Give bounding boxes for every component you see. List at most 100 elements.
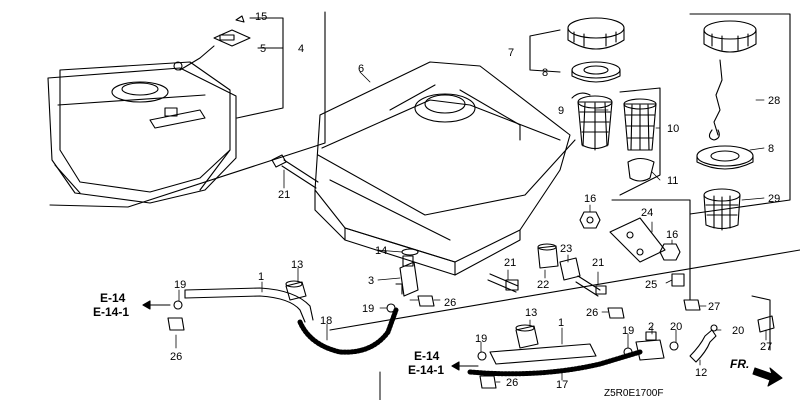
ref-arrow-left	[142, 300, 171, 310]
callout-12: 12	[695, 367, 707, 379]
callout-20-a: 20	[670, 321, 682, 333]
clamp-26-left	[167, 317, 185, 331]
clamp-19-lower	[477, 351, 487, 361]
callout-7: 7	[508, 47, 514, 59]
bracket-24	[609, 217, 666, 263]
alt-cap-frame	[689, 13, 791, 215]
strainer-10	[623, 98, 657, 151]
clamp-26-mid	[417, 295, 435, 307]
callout-27-a: 27	[708, 301, 720, 313]
callout-26-lower: 26	[506, 377, 518, 389]
fuel-cap	[567, 17, 625, 50]
bolt-21-right	[575, 275, 607, 297]
front-direction-arrow	[752, 367, 783, 387]
callout-9: 9	[558, 105, 564, 117]
lower-section-divider	[329, 249, 800, 331]
callout-13-lower: 13	[525, 307, 537, 319]
fuel-tube-17	[467, 349, 643, 377]
callout-6: 6	[358, 63, 364, 75]
right-bracket-27	[751, 295, 771, 351]
bracket-24-frame	[611, 199, 691, 301]
fuel-hose-1-left	[184, 287, 314, 323]
clamp-26-valve	[607, 307, 625, 319]
callout-10: 10	[667, 123, 679, 135]
drawing-code: Z5R0E1700F	[604, 388, 663, 399]
callout-1-lower: 1	[558, 317, 564, 329]
fitting-13-left	[285, 280, 307, 301]
clamp-19-left	[173, 300, 183, 310]
fitting-13-lower	[515, 324, 539, 349]
callout-4: 4	[298, 43, 304, 55]
fuel-tube-18	[297, 307, 399, 355]
callout-26-left: 26	[170, 351, 182, 363]
main-fuel-tank	[314, 61, 576, 276]
grommet-25	[671, 273, 685, 287]
callout-28: 28	[768, 95, 780, 107]
cap-gasket	[571, 61, 621, 83]
clamp-26-lower	[479, 375, 497, 389]
strainer-clip-11	[627, 157, 655, 182]
callout-2: 2	[648, 321, 654, 333]
bolt-21-left	[271, 154, 319, 189]
callout-19-valve: 19	[622, 325, 634, 337]
callout-19-left: 19	[174, 279, 186, 291]
leader-box-10-11	[619, 87, 661, 196]
clamp-27-a	[683, 299, 701, 311]
fuel-strainer-9	[571, 92, 613, 151]
fuel-hose-1-lower	[489, 343, 597, 365]
callout-17: 17	[556, 379, 568, 391]
washer-14	[401, 248, 419, 256]
alt-cap-gasket	[696, 145, 754, 170]
callout-26-valve: 26	[586, 307, 598, 319]
clamp-27-b	[757, 315, 775, 333]
nut-16-top	[579, 211, 601, 229]
ref-e14-bottom: E-14	[414, 349, 440, 363]
callout-1-left: 1	[258, 271, 264, 283]
callout-11: 11	[667, 175, 678, 187]
leader-15-bracket	[236, 17, 284, 119]
ref-e14-left: E-14	[100, 291, 126, 305]
callout-19-lower: 19	[475, 333, 487, 345]
callout-24: 24	[641, 207, 653, 219]
callout-19-mid: 19	[362, 303, 374, 315]
callout-27-b: 27	[760, 341, 772, 353]
fuel-valve-2	[635, 331, 665, 361]
callout-labels: 15 5 4 6 7 8 9 10 11 28 8 29 21 16 24 16…	[170, 11, 780, 391]
nut-16-right	[659, 243, 681, 261]
fuel-hose-12	[689, 329, 717, 363]
ref-e14-1-bottom: E-14-1	[408, 363, 444, 377]
callout-25: 25	[645, 279, 657, 291]
callout-16-right: 16	[666, 229, 678, 241]
clamp-20-b	[710, 324, 718, 332]
ref-e14-1-left: E-14-1	[93, 305, 129, 319]
callout-8-top: 8	[542, 67, 548, 79]
fuel-tank-inset	[47, 61, 237, 204]
clip-23	[559, 257, 581, 281]
callout-18: 18	[320, 315, 332, 327]
callout-21-mid: 21	[504, 257, 516, 269]
callout-21-left: 21	[278, 189, 290, 201]
clamp-19-mid	[386, 303, 396, 313]
callout-26-mid: 26	[444, 297, 456, 309]
fuel-gauge-parts	[173, 15, 251, 71]
alt-fuel-cap	[703, 20, 757, 141]
leader-7-8	[529, 29, 561, 73]
callout-23: 23	[560, 243, 572, 255]
callout-21-right: 21	[592, 257, 604, 269]
cross-references: E-14 E-14-1 E-14 E-14-1	[93, 291, 444, 377]
inset-frame	[49, 11, 326, 208]
callout-13-left: 13	[291, 259, 303, 271]
callout-20-b: 20	[732, 325, 744, 337]
callout-22: 22	[537, 279, 549, 291]
cushion-22	[537, 243, 559, 269]
bolt-21-mid	[487, 273, 519, 293]
callout-8-right: 8	[768, 143, 774, 155]
fuel-valve-3	[395, 255, 419, 297]
ref-arrow-bottom	[451, 361, 479, 371]
front-label: FR.	[730, 357, 749, 371]
callout-29: 29	[768, 193, 780, 205]
callout-14: 14	[375, 245, 387, 257]
callout-15: 15	[255, 11, 267, 23]
callout-3: 3	[368, 275, 374, 287]
